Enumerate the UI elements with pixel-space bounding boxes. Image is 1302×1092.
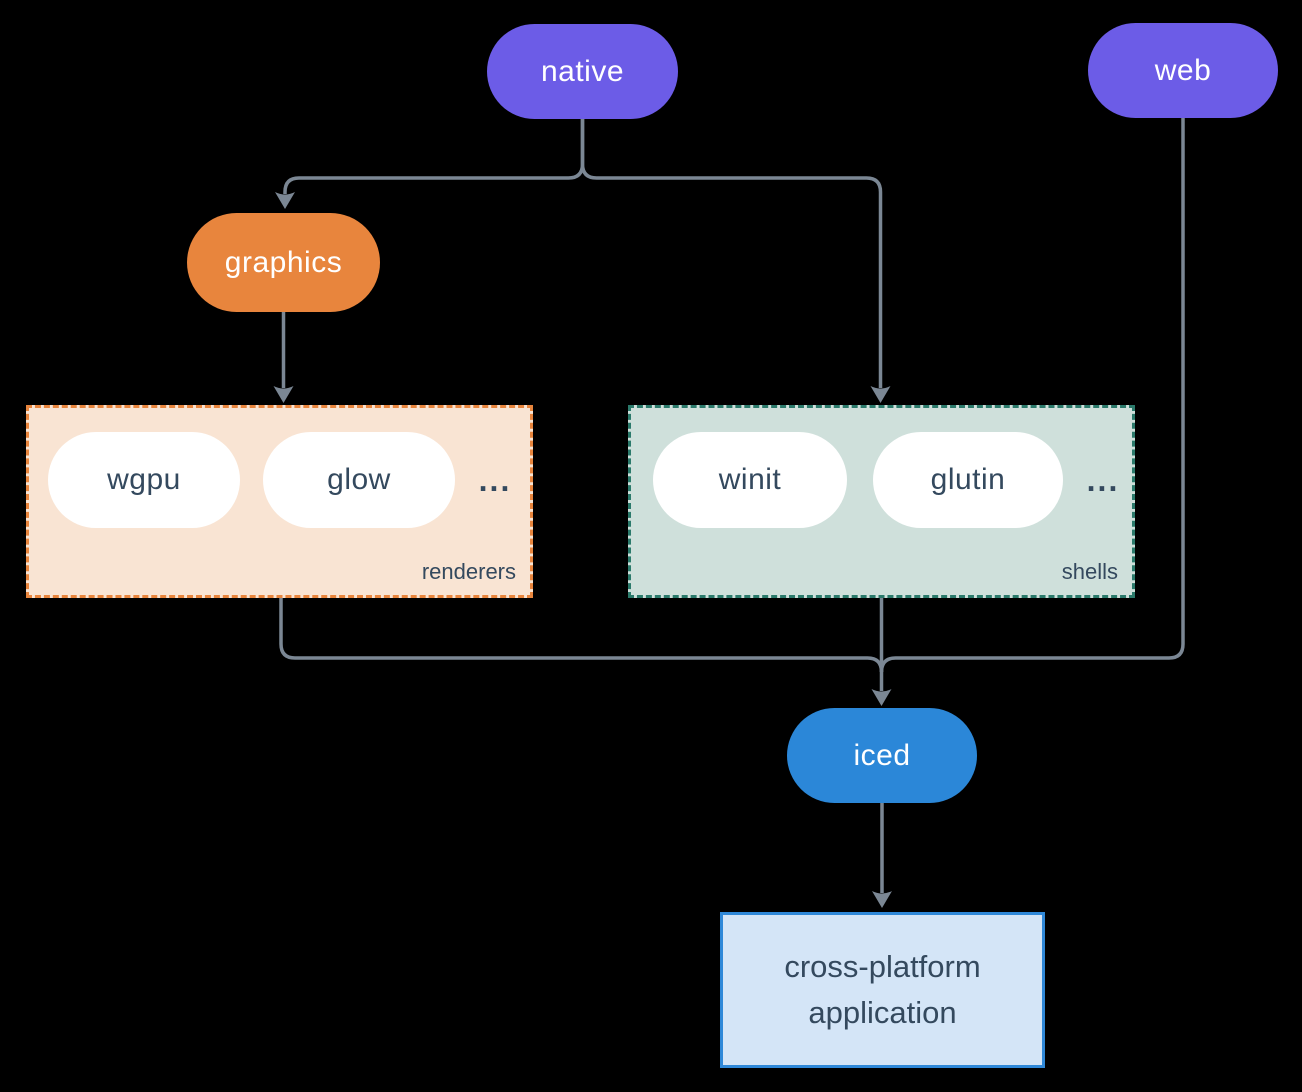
arrowhead-graphics-icon [275,192,295,209]
renderers-ellipsis: ... [478,461,512,498]
node-glutin-label: glutin [930,463,1006,496]
node-iced-label: iced [853,738,911,772]
node-wgpu: wgpu [48,432,240,528]
arrowhead-shells-icon [870,386,891,403]
shells-ellipsis: ... [1086,461,1120,498]
arrowhead-iced-icon [871,689,892,706]
node-winit: winit [653,432,847,528]
node-application: cross-platform application [720,912,1045,1068]
arrowhead-renderers-icon [273,386,294,403]
node-glow-label: glow [327,463,391,496]
group-renderers: wgpu glow ... renderers [26,405,533,598]
node-web: web [1088,23,1278,118]
node-glutin: glutin [873,432,1063,528]
node-native-label: native [540,54,625,88]
node-application-label: cross-platform application [784,948,981,1031]
arrowhead-application-icon [872,891,892,908]
node-native: native [487,24,678,119]
node-winit-label: winit [718,463,782,496]
edge-native-shells [580,119,883,388]
node-iced: iced [787,708,977,803]
node-graphics: graphics [187,213,380,312]
node-graphics-label: graphics [224,245,343,279]
edge-native-graphics [283,119,585,194]
node-wgpu-label: wgpu [107,463,181,496]
edge-renderers-iced [279,598,884,673]
node-web-label: web [1154,53,1212,87]
renderers-group-label: renderers [421,559,516,584]
shells-group-label: shells [1061,559,1118,584]
node-glow: glow [263,432,455,528]
group-shells: winit glutin ... shells [628,405,1135,598]
